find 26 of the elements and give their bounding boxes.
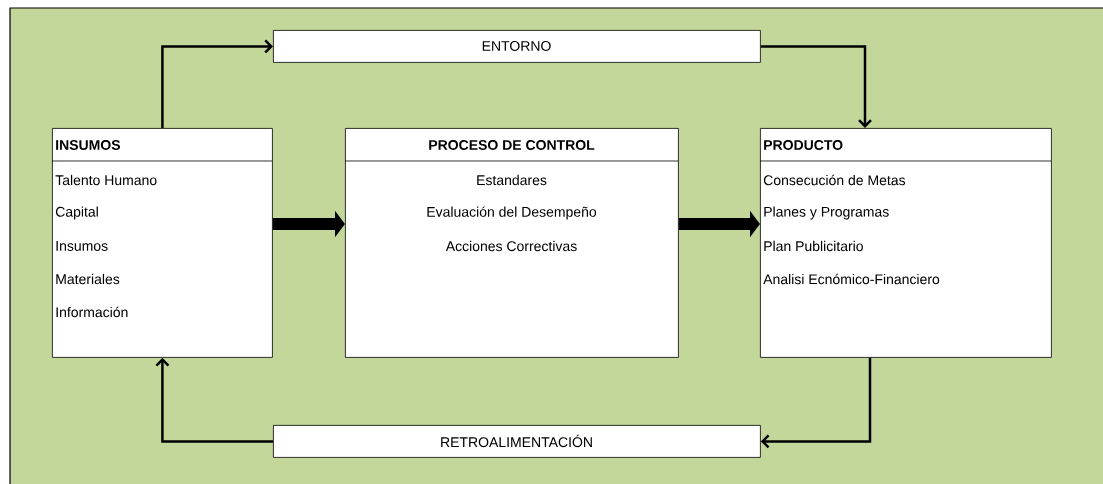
list-item: Capital	[55, 206, 98, 220]
process-box	[344, 128, 679, 358]
arrow	[161, 39, 273, 128]
process-box	[51, 128, 273, 358]
list-item: Materiales	[56, 273, 120, 285]
list-item: Consecución de Metas	[763, 174, 906, 186]
list-item: Analisi Ecnómico-Financiero	[763, 273, 940, 285]
list-item: Plan Publicitario	[764, 240, 863, 252]
arrow	[760, 357, 872, 449]
list-item: Insumos	[56, 241, 108, 251]
box-label: ENTORNO	[482, 41, 551, 51]
arrow	[155, 357, 273, 443]
label-box	[273, 30, 761, 63]
box-heading: INSUMOS	[56, 140, 120, 150]
list-item: Evaluación del Desempeño	[427, 206, 597, 220]
arrow	[760, 45, 872, 128]
list-item: Información	[56, 306, 128, 318]
box-heading: PRODUCTO	[764, 140, 843, 150]
box-label: RETROALIMENTACIÓN	[441, 434, 592, 448]
list-item: Talento Humano	[55, 174, 157, 186]
process-box	[759, 128, 1052, 358]
list-item: Acciones Correctivas	[445, 240, 577, 252]
box-heading: PROCESO DE CONTROL	[429, 140, 595, 150]
label-box	[273, 425, 761, 458]
list-item: Estandares	[477, 174, 547, 186]
list-item: Planes y Programas	[764, 206, 889, 220]
